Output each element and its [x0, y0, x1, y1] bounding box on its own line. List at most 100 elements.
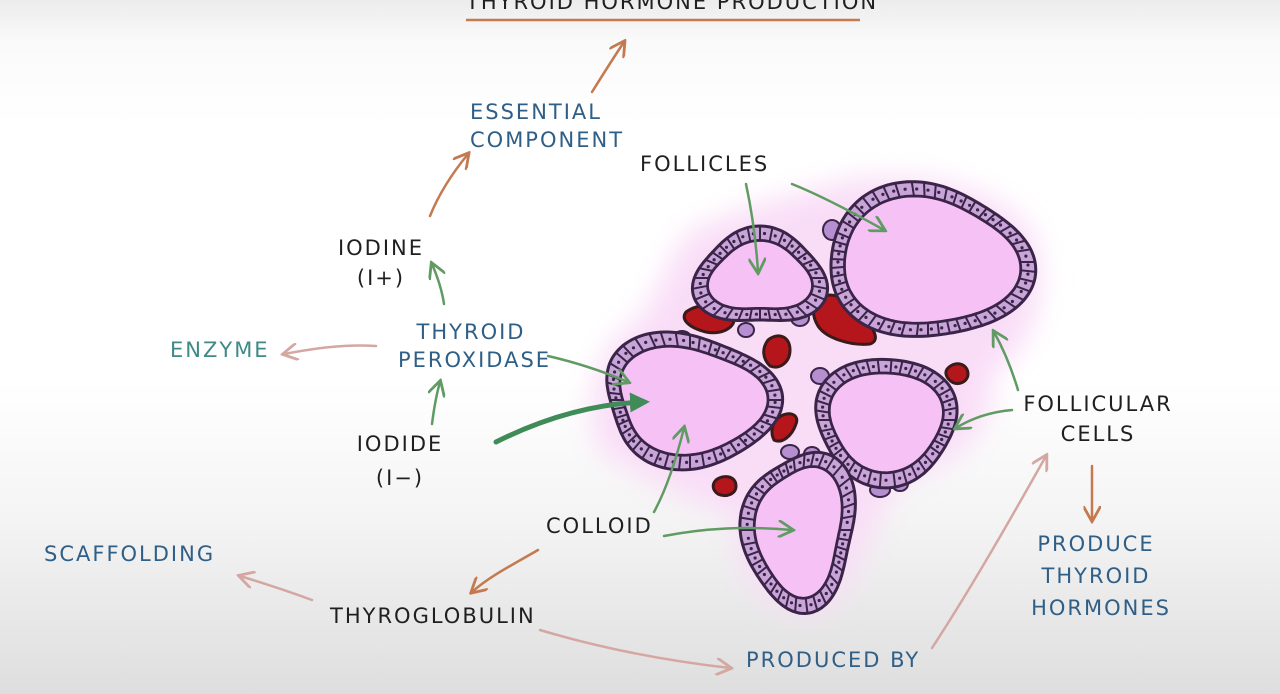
cell-divider [856, 466, 864, 481]
cell-divider [784, 237, 794, 250]
cell-nucleus [959, 199, 963, 203]
cell-nucleus [849, 303, 853, 307]
cell-divider [828, 573, 840, 586]
cell-divider [889, 359, 893, 374]
cell-nucleus [840, 287, 844, 291]
cell-nucleus [976, 208, 980, 212]
cell-nucleus [853, 469, 858, 473]
cell-divider [785, 307, 796, 320]
cell-divider [694, 292, 711, 301]
colloid-lumen [843, 194, 1022, 325]
cell-divider [1016, 248, 1031, 253]
cell-divider [878, 472, 882, 488]
cell-divider [769, 471, 779, 484]
cell-divider [933, 439, 946, 447]
cell-divider [700, 452, 706, 468]
label-essential: ESSENTIAL [470, 100, 602, 124]
cell-divider [653, 450, 661, 466]
cell-nucleus [752, 432, 756, 436]
cell-divider [882, 185, 891, 201]
cell-nucleus [763, 312, 768, 316]
cell-divider [806, 267, 822, 272]
cell-divider [763, 413, 778, 420]
cell-divider [871, 190, 881, 205]
cell-divider [937, 432, 951, 439]
cell-nucleus [892, 189, 896, 193]
cell-divider [994, 304, 1008, 316]
cell-divider [943, 406, 958, 412]
cell-nucleus [712, 258, 716, 262]
label-iodine: IODINE [337, 236, 425, 260]
cell-nucleus [846, 509, 851, 514]
cell-nucleus [765, 419, 770, 423]
cell-divider [724, 307, 735, 320]
cell-divider [742, 541, 757, 546]
cell-divider [815, 399, 831, 406]
cell-divider [823, 434, 837, 441]
cell-nucleus [948, 403, 952, 407]
cell-nucleus [789, 465, 793, 469]
cell-nucleus [769, 477, 773, 482]
cell-nucleus [913, 369, 918, 373]
cell-nucleus [754, 492, 759, 496]
cell-divider [876, 359, 881, 374]
cell-divider [663, 453, 670, 469]
cell-divider [866, 470, 873, 486]
cell-divider [929, 445, 941, 455]
cell-nucleus [814, 298, 818, 302]
cell-nucleus [762, 231, 767, 236]
cell-divider [843, 365, 854, 380]
cell-divider [827, 440, 841, 449]
cell-divider [756, 565, 768, 576]
cell-divider [923, 182, 926, 197]
cell-nucleus [760, 425, 764, 429]
follicle-bottom [738, 450, 857, 616]
label-thyroglobulin: THYROGLOBULIN [330, 604, 536, 628]
cell-nucleus [1008, 231, 1012, 235]
cell-nucleus [741, 235, 745, 239]
follicle-middle-left [605, 330, 785, 472]
cell-divider [830, 265, 845, 269]
cell-nucleus [993, 311, 997, 315]
cell-nucleus [834, 570, 839, 574]
cell-nucleus [851, 369, 855, 373]
cell-divider [817, 452, 826, 468]
cell-divider [857, 309, 869, 322]
cell-divider [719, 446, 728, 460]
cell-divider [746, 550, 760, 557]
cell-divider [615, 351, 629, 364]
cell-nucleus [741, 359, 745, 363]
cell-nucleus [727, 448, 731, 452]
cell-nucleus [701, 272, 705, 277]
cell-nucleus [837, 279, 842, 283]
cell-nucleus [973, 319, 977, 323]
cell-nucleus [840, 475, 844, 479]
cell-nucleus [771, 410, 775, 414]
cell-divider [711, 449, 719, 464]
cell-nucleus [824, 591, 828, 596]
arrow-thyroglobulin-to-scaffolding [240, 576, 314, 602]
cell-nucleus [826, 388, 830, 392]
cell-nucleus [1020, 246, 1024, 250]
cell-divider [707, 341, 713, 355]
cell-divider [1011, 239, 1026, 246]
cell-divider [776, 466, 785, 480]
cell-divider [692, 284, 708, 290]
cell-divider [818, 389, 833, 399]
cell-nucleus [908, 472, 912, 476]
cell-nucleus [983, 315, 987, 319]
cell-divider [1020, 269, 1036, 273]
cell-nucleus [784, 312, 788, 316]
cell-nucleus [935, 445, 940, 449]
cell-nucleus [821, 405, 825, 409]
cell-nucleus [721, 351, 725, 355]
cell-nucleus [953, 324, 957, 328]
cell-nucleus [843, 533, 847, 537]
arrow-colloid-up [652, 428, 684, 514]
cell-divider [945, 320, 951, 334]
label-produce-thyroid: THYROID [1041, 564, 1151, 588]
cell-divider [892, 471, 897, 488]
cell-divider [999, 224, 1012, 234]
cell-nucleus [758, 564, 762, 569]
cell-nucleus [856, 309, 860, 314]
